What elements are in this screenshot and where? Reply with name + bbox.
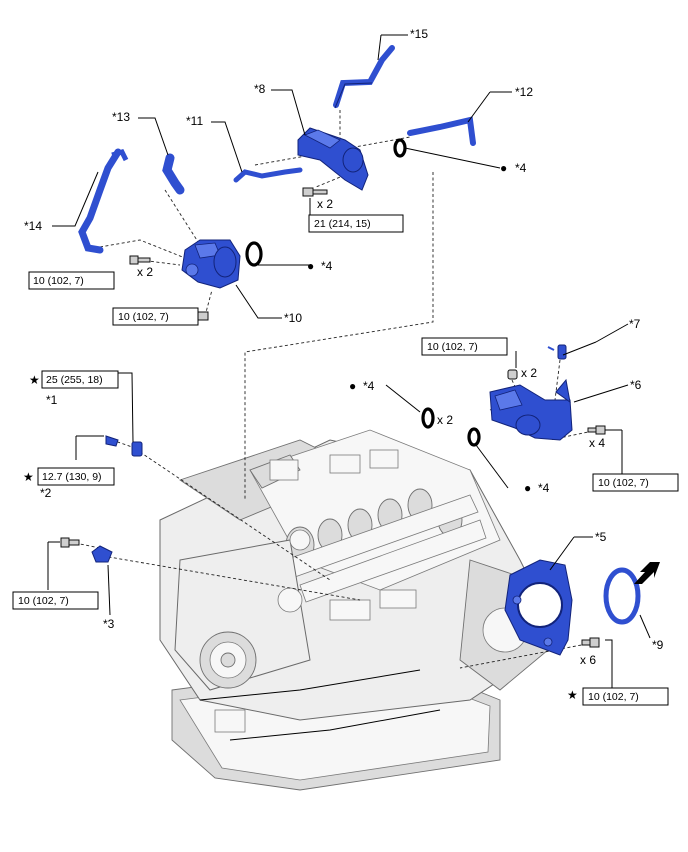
torque-labels: 21 (214, 15) 10 (102, 7) 10 (102, 7) 10 … [12,214,679,706]
svg-text:25 (255, 18): 25 (255, 18) [46,374,103,386]
dot-markers: ● ● ● ● [307,161,531,495]
torque-box-1: 25 (255, 18) [41,370,119,389]
callout-15: *15 [410,27,428,41]
callout-8: *8 [254,82,266,96]
svg-text:10 (102, 7): 10 (102, 7) [33,275,84,287]
svg-text:10 (102, 7): 10 (102, 7) [588,691,639,703]
part-14-hose [78,148,129,254]
bolt-8 [302,187,328,197]
engine-assembly [159,429,561,791]
part-15-hose [333,45,395,109]
part-8-water-outlet [297,127,369,191]
callout-5: *5 [595,530,607,544]
callout-4d: *4 [538,481,550,495]
torque-box-10-lower: 10 (102, 7) [112,307,199,326]
crankshaft-pulley [199,631,257,689]
bolt-6-upper [507,369,518,380]
star-icon: ★ [23,470,34,484]
callout-11: *11 [186,114,203,128]
part-7-sensor [547,344,567,360]
callout-13: *13 [112,110,130,124]
bolt-10-upper [129,255,151,265]
torque-box-5: 10 (102, 7) [582,687,669,706]
callout-2: *2 [40,486,52,500]
qty-label: x 2 [437,413,453,427]
bolts [60,187,606,648]
dot-marker: ● [349,379,356,393]
svg-text:10 (102, 7): 10 (102, 7) [18,595,69,607]
torque-box-6-right: 10 (102, 7) [592,473,679,492]
callout-14: *14 [24,219,42,233]
part-9-oil-seal [603,567,641,625]
qty-label: x 2 [317,197,333,211]
callout-6: *6 [630,378,642,392]
callout-9: *9 [652,638,664,652]
svg-text:21 (214, 15): 21 (214, 15) [314,218,371,230]
callout-4c: *4 [363,379,375,393]
callout-1: *1 [46,393,58,407]
bolt-5 [581,637,600,648]
callout-10: *10 [284,311,302,325]
star-icon: ★ [567,688,578,702]
svg-text:10 (102, 7): 10 (102, 7) [118,311,169,323]
part-5-retainer [504,559,573,656]
part-12-pipe [407,116,476,146]
callout-3: *3 [103,617,115,631]
torque-box-3: 10 (102, 7) [12,591,99,610]
front-direction-arrow-icon [634,562,660,584]
qty-label: x 2 [521,366,537,380]
svg-text:12.7 (130, 9): 12.7 (130, 9) [42,471,102,483]
bolt-3 [60,537,80,548]
qty-label: x 6 [580,653,596,667]
callout-labels: *15 *8 *12 *13 *11 *4 *14 *4 *10 *7 *6 *… [24,27,664,652]
torque-box-6-upper: 10 (102, 7) [421,337,508,356]
torque-box-10-upper: 10 (102, 7) [28,271,115,290]
star-icon: ★ [29,373,40,387]
qty-label: x 2 [137,265,153,279]
part-2-sensor [105,435,119,447]
part-10-water-inlet-housing [181,239,241,289]
part-6-water-bypass-housing [489,378,573,441]
callout-4b: *4 [321,259,333,273]
dot-marker: ● [500,161,507,175]
star-markers: ★ ★ ★ [23,373,578,702]
part-1-sensor [131,441,143,457]
svg-text:10 (102, 7): 10 (102, 7) [427,341,478,353]
qty-label: x 4 [589,436,605,450]
torque-box-2: 12.7 (130, 9) [37,467,115,486]
dot-marker: ● [307,259,314,273]
svg-text:10 (102, 7): 10 (102, 7) [598,477,649,489]
quantity-labels: x 2 x 2 x 2 x 2 x 4 x 6 [137,197,605,667]
part-11-hose [233,167,303,183]
torque-box-8: 21 (214, 15) [308,214,404,233]
leaders [47,34,651,688]
callout-4a: *4 [515,161,527,175]
camshaft-row [284,488,487,603]
o-ring-middle [245,241,263,267]
o-ring-lower [467,427,481,447]
callout-7: *7 [629,317,641,331]
part-3-sensor [91,545,113,563]
bolt-6-right [587,425,606,435]
part-13-hose [162,153,185,195]
callout-12: *12 [515,85,533,99]
o-ring-upper-right [393,138,407,158]
dot-marker: ● [524,481,531,495]
bolt-10-lower [197,311,209,321]
o-ring-pair [421,407,435,429]
